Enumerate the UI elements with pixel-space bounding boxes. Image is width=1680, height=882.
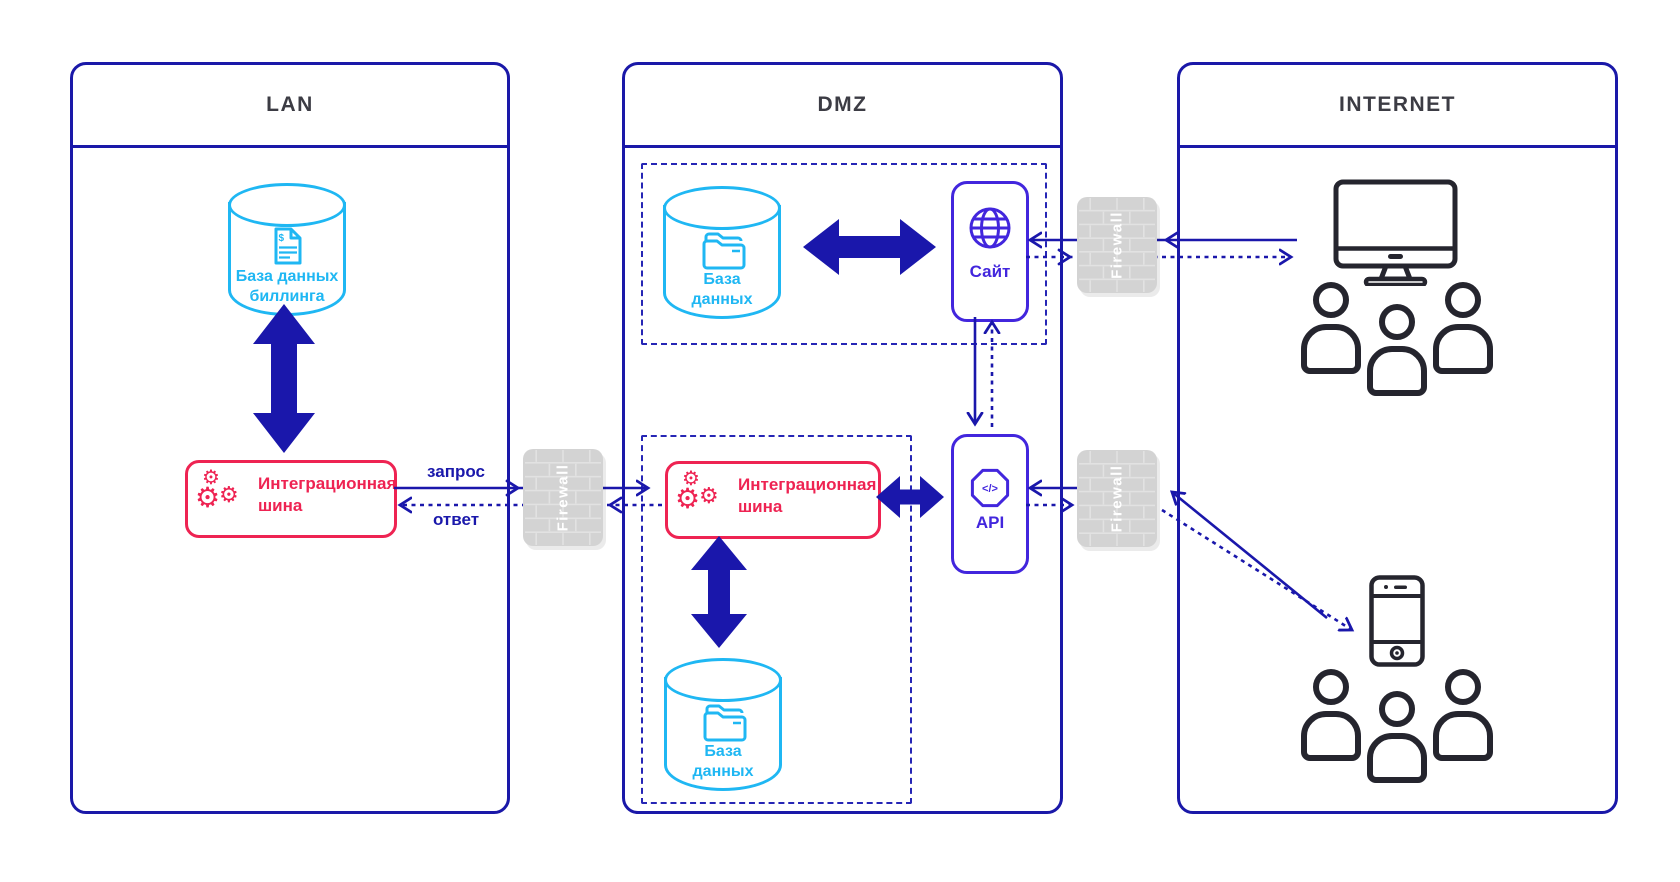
web-db-label-line1: База [703,271,741,288]
smartphone-icon [1369,575,1425,667]
cylinder-top [663,186,781,230]
site-node: Сайт [951,181,1029,322]
mobile-users-icon [1301,669,1493,783]
bus-db-label-line1: База [704,743,742,760]
firewall-shadow [1080,454,1160,551]
web-db-label-line2: данных [691,291,753,308]
gear-icon: ⚙ [682,468,700,490]
zone-lan: LAN $ База данных биллинга ⚙ ⚙ ⚙ [70,62,510,814]
firewall-dmz-internet-top: Firewall [1077,197,1160,297]
firewall-label: Firewall [555,464,572,532]
arrow-chevron [1163,231,1179,249]
api-node: </> API [951,434,1029,574]
firewall-label: Firewall [1109,465,1126,533]
zone-dmz: DMZ База данных Сайт [622,62,1063,814]
label-line: Интеграционная [258,474,397,493]
gear-icon: ⚙ [195,482,221,513]
cylinder-top [664,658,782,702]
user-icon [1367,691,1427,783]
firewall-shadow [1080,201,1160,297]
billing-document-icon: $ [274,227,302,265]
user-icon [1433,282,1493,374]
svg-text:$: $ [279,233,285,244]
firewall-brick-wall [1077,450,1157,547]
web-users-icon [1301,282,1493,396]
label-line: шина [738,497,783,516]
label-line: шина [258,496,303,515]
dmz-integration-bus-label: Интеграционная шина [738,474,876,518]
label-line: Интеграционная [738,475,877,494]
site-label: Сайт [969,262,1011,281]
gears-icon: ⚙ ⚙ ⚙ [188,463,252,529]
zone-lan-title: LAN [266,93,314,116]
gears-icon: ⚙ ⚙ ⚙ [668,464,732,530]
firewall-dmz-internet-bottom: Firewall [1077,450,1160,551]
dmz-web-segment [641,163,1047,345]
firewall-brick-wall [523,449,603,546]
user-icon [1301,282,1361,374]
lan-integration-bus-label: Интеграционная шина [258,473,396,517]
zone-lan-header: LAN [73,65,507,148]
zone-dmz-title: DMZ [817,93,868,116]
user-icon [1367,304,1427,396]
bus-db-label-line2: данных [692,763,754,780]
request-label: запрос [427,462,485,481]
arrow-chevron [607,496,623,514]
folder-icon [702,232,746,270]
gear-icon: ⚙ [675,483,701,514]
svg-text:</>: </> [982,483,998,495]
lan-integration-bus: ⚙ ⚙ ⚙ Интеграционная шина [185,460,397,538]
globe-icon [969,207,1011,249]
zone-internet: INTERNET [1177,62,1618,814]
billing-db-label-line2: биллинга [249,288,325,305]
firewall-lan-dmz: Firewall [523,449,606,550]
firewall-brick-wall [1077,197,1157,293]
cylinder-top [228,183,346,227]
zone-internet-title: INTERNET [1339,93,1456,116]
user-icon [1301,669,1361,761]
gear-icon: ⚙ [219,482,239,507]
web-database-cylinder: База данных [663,186,781,319]
zone-internet-header: INTERNET [1180,65,1615,148]
billing-database-cylinder: $ База данных биллинга [228,183,346,316]
billing-db-label-line1: База данных [235,268,339,285]
response-label: ответ [432,510,480,529]
dmz-integration-bus: ⚙ ⚙ ⚙ Интеграционная шина [665,461,881,539]
desktop-monitor-icon [1333,179,1458,286]
code-badge-icon: </> [970,468,1010,508]
user-icon [1433,669,1493,761]
gear-icon: ⚙ [202,467,220,489]
bus-database-cylinder: База данных [664,658,782,791]
dmz-bus-segment [641,435,912,804]
api-label: API [975,513,1005,532]
firewall-shadow [526,453,606,550]
folder-icon [703,704,747,742]
firewall-label: Firewall [1109,211,1126,279]
zone-dmz-header: DMZ [625,65,1060,148]
gear-icon: ⚙ [699,483,719,508]
